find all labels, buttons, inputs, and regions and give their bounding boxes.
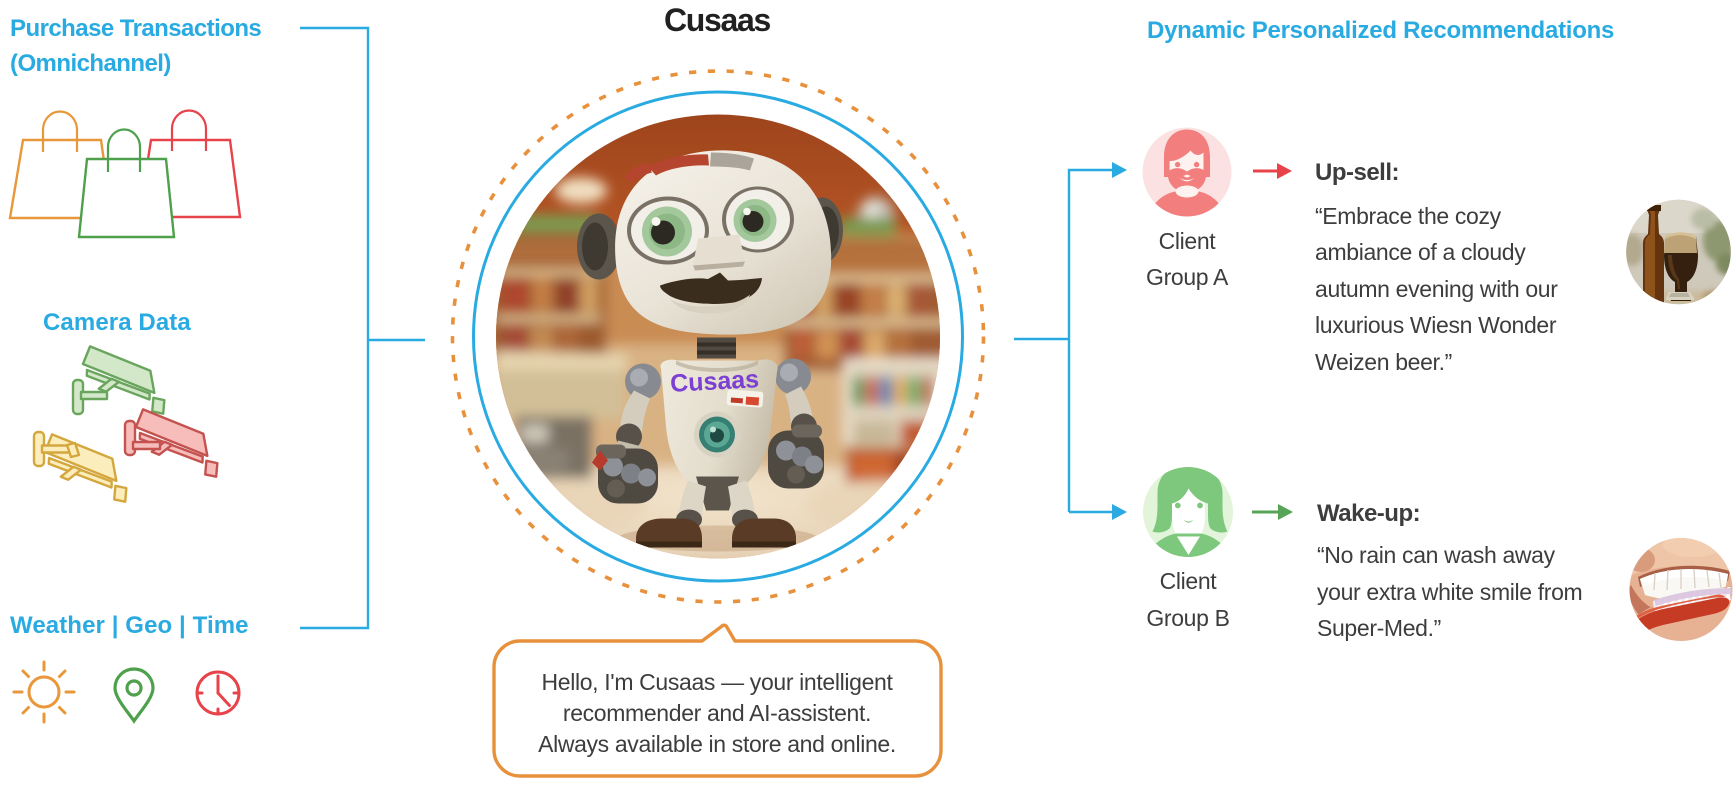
svg-text:Cusaas: Cusaas [669,365,759,398]
